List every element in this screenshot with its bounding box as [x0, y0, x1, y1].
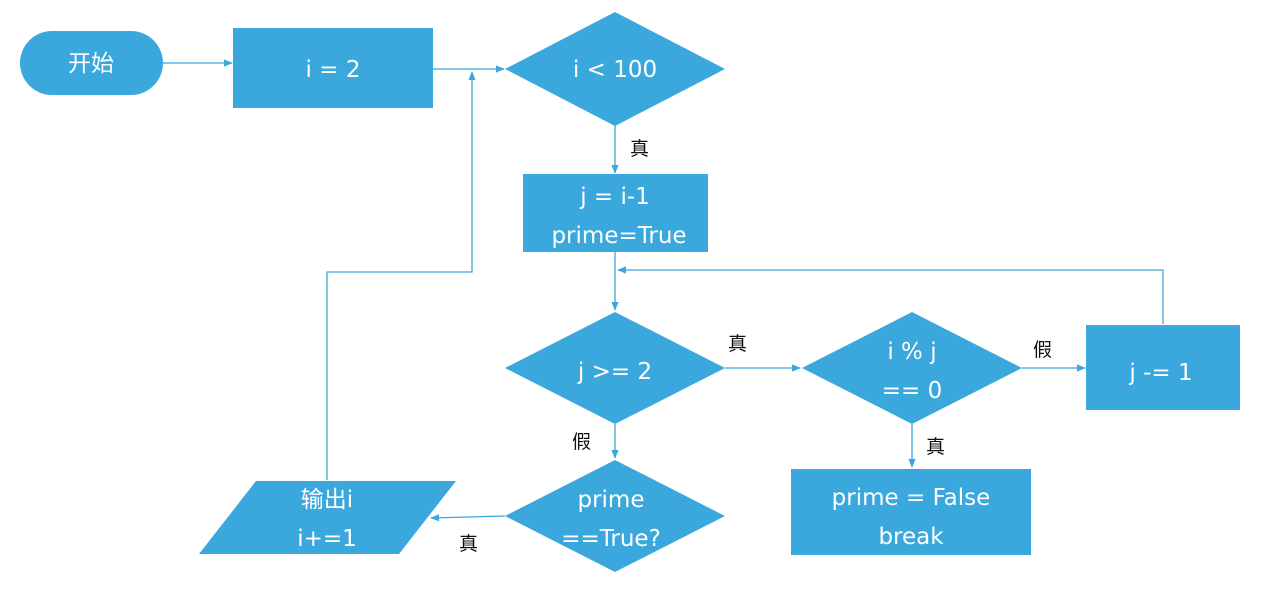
edge-output-loop-back — [326, 71, 476, 480]
cond-mod-label-2: == 0 — [882, 378, 943, 404]
cond-prime-diamond — [505, 460, 725, 572]
edge-dec-j-loop-back — [617, 266, 1164, 324]
edge-label-true-cond-i: 真 — [630, 138, 649, 160]
init-i-box — [233, 28, 433, 108]
cond-i-diamond — [505, 12, 725, 126]
output-label-2: i+=1 — [297, 526, 357, 552]
cond-j-diamond — [505, 312, 725, 424]
init-j-label-2: prime=True — [551, 223, 686, 249]
cond-prime-label-2: ==True? — [561, 526, 661, 552]
dec-j-box — [1086, 325, 1240, 410]
edge-label-true-cond-prime: 真 — [459, 533, 478, 555]
edge-cond-prime-to-output — [430, 514, 506, 522]
cond-mod-diamond — [802, 312, 1022, 424]
set-false-box — [791, 469, 1031, 555]
dec-j-label: j -= 1 — [1128, 360, 1192, 386]
start-terminal — [20, 31, 163, 95]
edge-label-true-cond-j: 真 — [728, 333, 747, 355]
cond-mod-label-1: i % j — [887, 339, 936, 365]
init-j-box — [523, 174, 708, 252]
set-false-label-2: break — [878, 524, 944, 550]
cond-j-label: j >= 2 — [577, 359, 652, 385]
start-label: 开始 — [68, 51, 114, 77]
output-parallelogram — [199, 481, 456, 554]
cond-i-label: i < 100 — [573, 57, 657, 83]
edge-label-true-cond-mod: 真 — [926, 436, 945, 458]
init-j-label-1: j = i-1 — [579, 184, 650, 210]
cond-prime-label-1: prime — [577, 487, 644, 513]
init-i-label: i = 2 — [306, 57, 361, 83]
output-label-1: 输出i — [301, 487, 353, 513]
edge-label-false-cond-mod: 假 — [1033, 339, 1052, 361]
edge-label-false-cond-j: 假 — [572, 431, 591, 453]
set-false-label-1: prime = False — [832, 485, 991, 511]
